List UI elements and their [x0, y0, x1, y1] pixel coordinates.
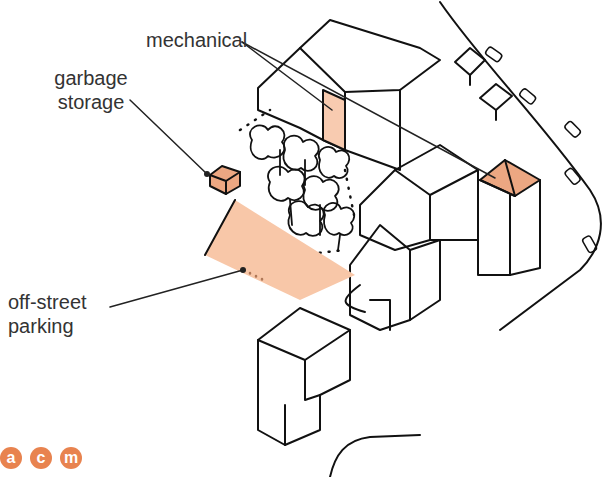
- logo-circle: a: [0, 447, 22, 469]
- logo-letter: m: [64, 449, 78, 466]
- parking-area: [205, 200, 355, 300]
- logo-letter: a: [7, 449, 16, 466]
- leader-dot: [204, 171, 210, 177]
- callout-label: garbage storage: [50, 66, 132, 114]
- building: [258, 285, 365, 445]
- parking-dots: [244, 270, 262, 280]
- road-edge: [330, 435, 420, 477]
- logo-circle: c: [30, 447, 52, 469]
- building: [480, 160, 540, 275]
- mechanical-area: [323, 90, 345, 150]
- garbage-storage: [210, 166, 240, 194]
- leader-dot: [240, 267, 246, 273]
- logo-circle: m: [60, 447, 82, 469]
- leader-line: [110, 42, 495, 307]
- callout-label: mechanical: [146, 28, 246, 52]
- parking-edge: [205, 200, 235, 255]
- road-edge: [440, 2, 601, 330]
- building: [258, 20, 512, 170]
- car-symbols: [485, 46, 598, 253]
- callout-label: off-street parking: [8, 290, 108, 338]
- logo-letter: c: [37, 449, 46, 466]
